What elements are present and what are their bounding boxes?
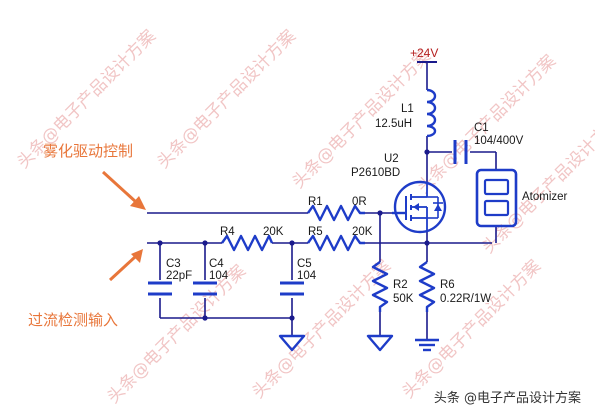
r5-value: 20K (352, 226, 373, 238)
c4-value: 104 (209, 270, 229, 282)
c1-value: 104/400V (474, 135, 524, 147)
r6-ref: R6 (440, 279, 455, 291)
atomizer-element (475, 168, 518, 228)
resistor-r6 (418, 261, 436, 312)
resistor-r5 (307, 234, 365, 252)
r1-value: 0R (352, 196, 367, 208)
r4-value: 20K (263, 226, 284, 238)
c4-ref: C4 (209, 258, 224, 270)
c5-ref: C5 (297, 258, 312, 270)
r2-value: 50K (393, 293, 414, 305)
capacitor-c5 (280, 281, 304, 296)
ground-icon (415, 338, 439, 352)
r6-value: 0.22R/1W (440, 293, 491, 305)
u2-part: P2610BD (351, 167, 400, 179)
r5-ref: R5 (308, 226, 323, 238)
c3-value: 22pF (166, 270, 192, 282)
l1-value: 12.5uH (375, 118, 412, 130)
atomizer-label: Atomizer (522, 191, 568, 203)
mosfet-u2 (392, 180, 447, 234)
r1-ref: R1 (308, 196, 323, 208)
c5-value: 104 (297, 270, 317, 282)
capacitor-c4 (193, 281, 217, 296)
capacitor-c3 (148, 281, 172, 296)
resistor-r2 (371, 261, 389, 312)
footer: 头条 @电子产品设计方案 (0, 380, 595, 414)
c3-ref: C3 (166, 258, 181, 270)
l1-ref: L1 (401, 103, 414, 115)
atomize-control-annotation: 雾化驱动控制 (43, 142, 133, 160)
u2-ref: U2 (384, 153, 399, 165)
overcurrent-input-annotation: 过流检测输入 (28, 311, 118, 329)
annotation-arrows (101, 170, 146, 282)
c1-ref: C1 (474, 122, 489, 134)
inductor-l1 (426, 88, 437, 138)
resistor-r4 (221, 234, 274, 252)
r4-ref: R4 (220, 226, 235, 238)
capacitor-c1 (453, 140, 468, 164)
ground-icon (278, 334, 306, 352)
junctions (157, 149, 430, 321)
r2-ref: R2 (393, 279, 408, 291)
resistor-r1 (307, 204, 365, 222)
power-label: +24V (410, 46, 438, 60)
ground-icon (366, 334, 394, 352)
footer-credit: 头条 @电子产品设计方案 (433, 391, 581, 406)
